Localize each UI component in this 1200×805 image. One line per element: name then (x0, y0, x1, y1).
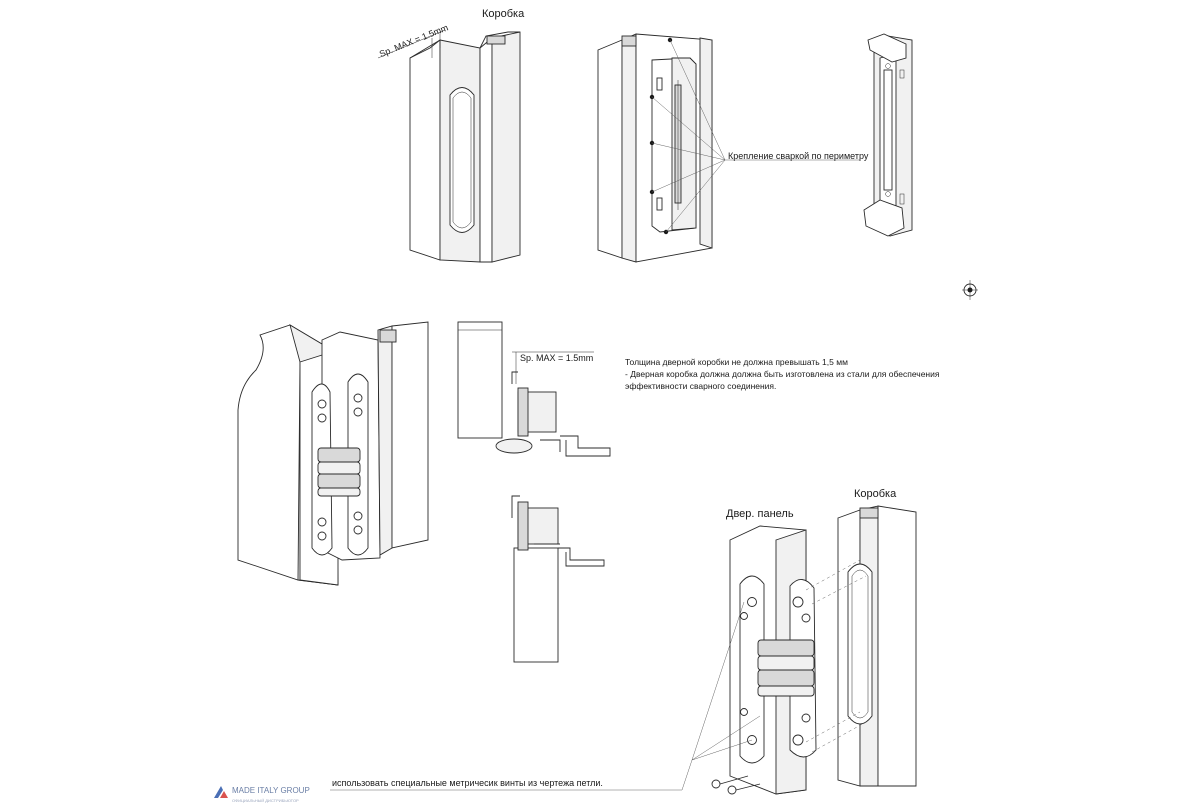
box-label-bottom: Коробка (854, 488, 897, 500)
hinge-assembly-figure (237, 321, 429, 586)
welded-frame-figure (597, 33, 860, 263)
metric-screws (711, 775, 761, 795)
thickness-note: Толщина дверной коробки не должна превыш… (625, 356, 945, 392)
registration-mark (962, 280, 978, 300)
note-line-3: эффективности сварного соединения. (625, 381, 777, 391)
section-view-top (457, 321, 611, 457)
frame-profile-figure (377, 29, 521, 263)
brand-name: MADE ITALY GROUP (232, 786, 310, 795)
exploded-assembly-figure (330, 505, 917, 795)
brand-mark-icon (214, 785, 228, 798)
box-label-top: Коробка (482, 8, 525, 20)
note-line-1: Толщина дверной коробки не должна превыш… (625, 357, 848, 367)
brand-tagline: ОФИЦИАЛЬНЫЙ ДИСТРИБЬЮТОР (232, 798, 299, 803)
section-view-bottom (511, 495, 605, 663)
welding-label: Крепление сваркой по периметру (728, 151, 869, 161)
note-line-2: - Дверная коробка должна должна быть изг… (625, 369, 940, 379)
thickness-label-mid: Sp. MAX = 1.5mm (520, 353, 594, 363)
hinge-bracket-figure (863, 33, 913, 237)
door-panel-label: Двер. панель (726, 508, 794, 520)
hinge-screws (317, 393, 363, 541)
screws-note: использовать специальные метричесик винт… (332, 778, 603, 788)
